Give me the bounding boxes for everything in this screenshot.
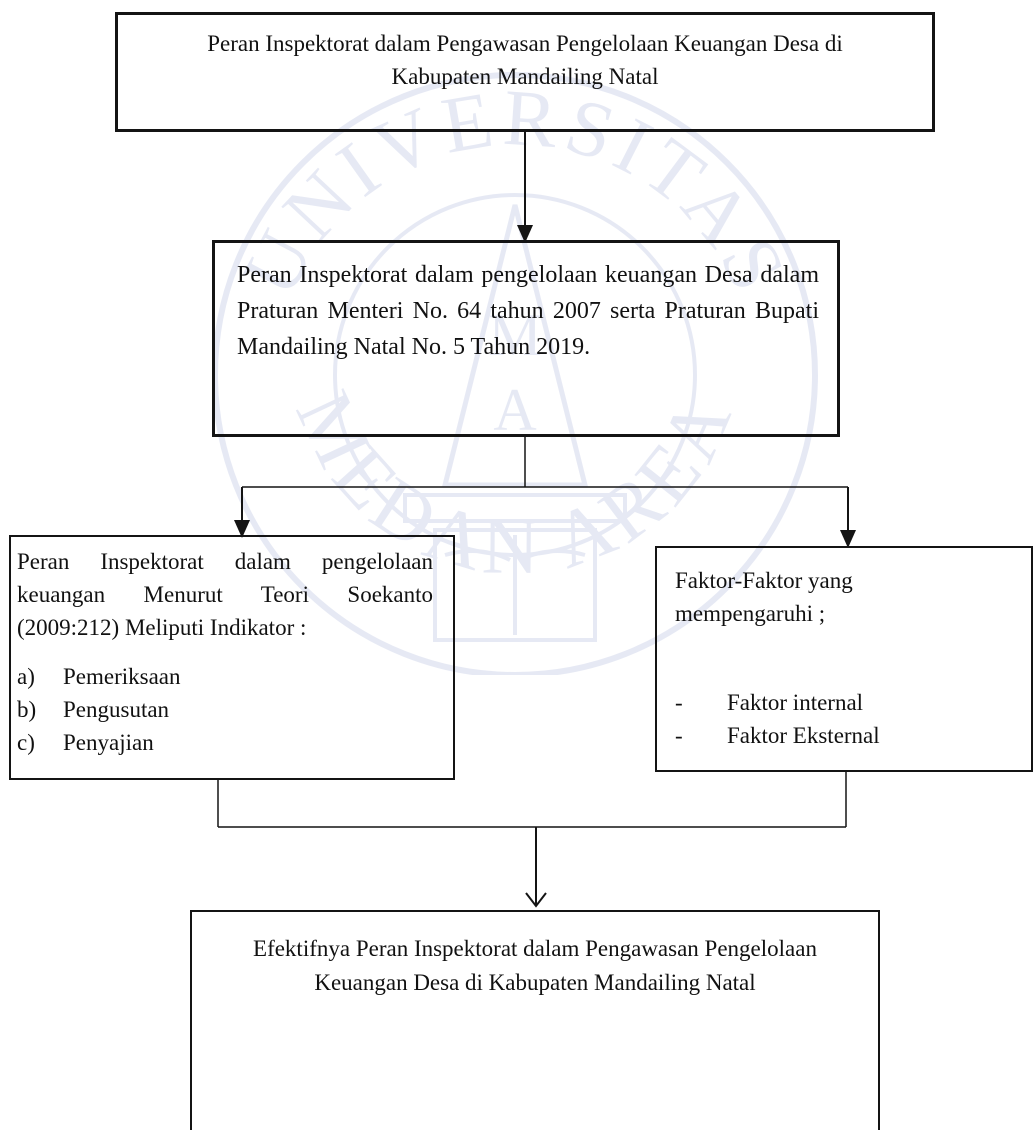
factors-intro: Faktor-Faktor yang mempengaruhi ; xyxy=(675,568,853,626)
svg-text:M: M xyxy=(488,302,541,368)
regulation-box-text: Peran Inspektorat dalam pengelolaan keua… xyxy=(237,262,819,360)
indicators-list: a)Pemeriksaan b)Pengusutan c)Penyajian xyxy=(17,660,433,759)
result-box-text: Efektifnya Peran Inspektorat dalam Penga… xyxy=(253,936,817,995)
list-item: c)Penyajian xyxy=(17,730,154,755)
university-seal-watermark: UNIVERSITAS MEDAN AREA M A xyxy=(212,72,818,675)
list-item: -Faktor internal xyxy=(675,690,864,715)
list-item: b)Pengusutan xyxy=(17,697,170,722)
svg-text:A: A xyxy=(493,377,536,443)
indicators-intro: Peran Inspektorat dalam pengelolaan keua… xyxy=(17,549,433,640)
indicators-box: Peran Inspektorat dalam pengelolaan keua… xyxy=(9,535,455,780)
list-item: a)Pemeriksaan xyxy=(17,664,181,689)
list-item: -Faktor Eksternal xyxy=(675,723,880,748)
factors-box: Faktor-Faktor yang mempengaruhi ; -Fakto… xyxy=(655,546,1033,772)
factors-list: -Faktor internal -Faktor Eksternal xyxy=(675,686,1011,752)
result-box: Efektifnya Peran Inspektorat dalam Penga… xyxy=(190,910,880,1130)
top-box: Peran Inspektorat dalam Pengawasan Penge… xyxy=(115,12,935,132)
top-box-text: Peran Inspektorat dalam Pengawasan Penge… xyxy=(207,31,843,89)
regulation-box: Peran Inspektorat dalam pengelolaan keua… xyxy=(212,240,840,437)
